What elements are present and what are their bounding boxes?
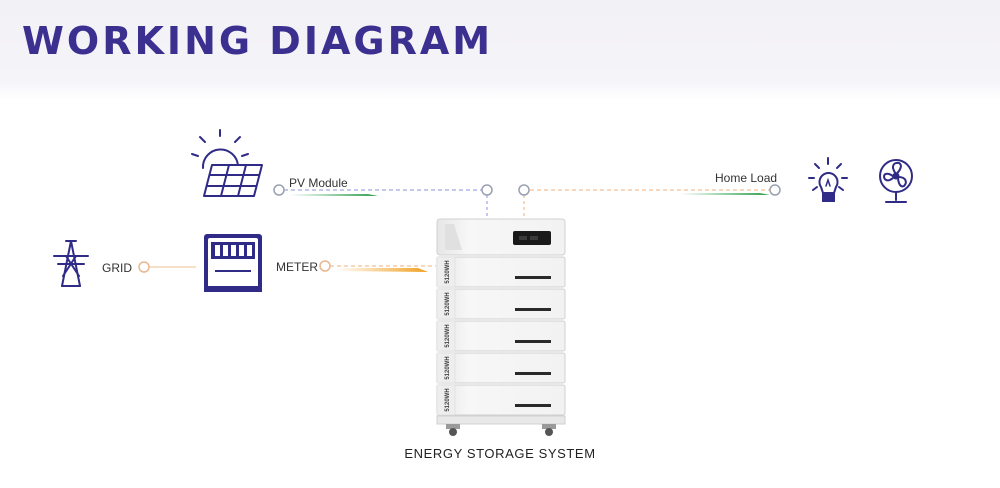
module-label-5: 5120WH: [445, 388, 451, 411]
connection-nodes: [138, 184, 781, 273]
cabinet-top-unit: [436, 218, 566, 256]
flow-arrows: [290, 193, 770, 272]
meter-node: [319, 260, 331, 272]
battery-module-2: [436, 288, 566, 320]
solar-panel-icon: [203, 164, 263, 197]
system-load-node: [518, 184, 530, 196]
meter-flow-arrow: [336, 268, 428, 272]
power-tower-icon: [53, 240, 89, 287]
module-label-3: 5120WH: [445, 324, 451, 347]
battery-module-5: [436, 384, 566, 416]
header-band: WORKING DIAGRAM: [0, 0, 1000, 100]
pv-node: [273, 184, 285, 196]
system-pv-node: [481, 184, 493, 196]
grid-label: GRID: [102, 261, 132, 275]
connection-lines: [149, 189, 770, 268]
fan-icon: [879, 159, 913, 203]
module-label-1: 5120WH: [445, 260, 451, 283]
light-bulb-icon: [808, 157, 848, 202]
cabinet-wheel-right: [542, 424, 556, 436]
pv-flow-arrow: [290, 194, 378, 196]
cabinet-wheel-left: [446, 424, 460, 436]
meter-label: METER: [276, 260, 318, 274]
system-caption: ENERGY STORAGE SYSTEM: [404, 446, 596, 461]
home-load-label: Home Load: [715, 171, 778, 185]
battery-module-4: [436, 352, 566, 384]
cabinet-base: [436, 415, 566, 425]
home-load-node: [769, 184, 781, 196]
sun-icon: [191, 129, 249, 169]
module-label-4: 5120WH: [445, 356, 451, 379]
energy-storage-cabinet: 5120WH 5120WH 5120WH 5120WH 5120WH: [436, 218, 566, 436]
page-title: WORKING DIAGRAM: [22, 19, 494, 63]
grid-node: [138, 261, 150, 273]
battery-module-3: [436, 320, 566, 352]
module-label-2: 5120WH: [445, 292, 451, 315]
meter-icon: [204, 234, 262, 292]
home-flow-arrow: [680, 193, 770, 195]
battery-module-1: [436, 256, 566, 288]
pv-module-label: PV Module: [289, 176, 348, 190]
